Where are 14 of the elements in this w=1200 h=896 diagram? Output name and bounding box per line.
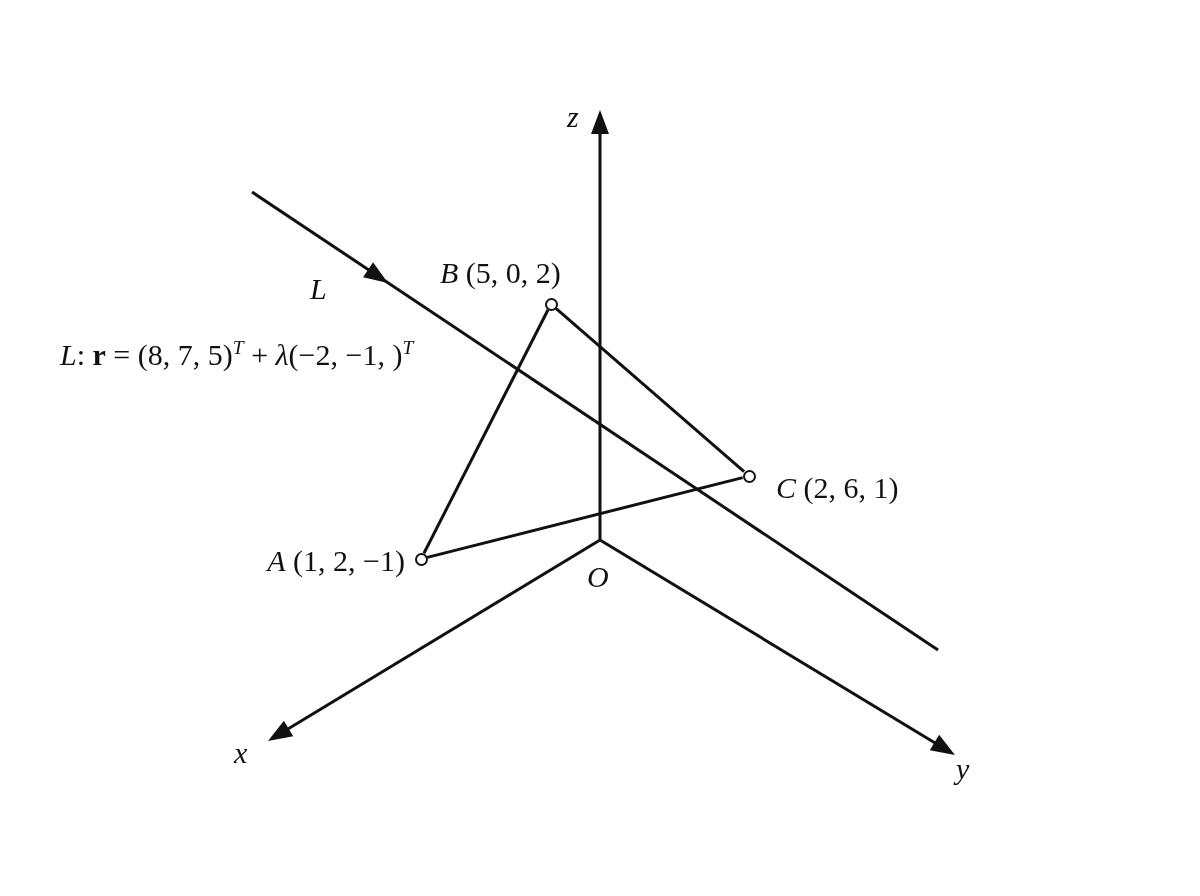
line-label: L: [310, 274, 327, 304]
point-label: A (1, 2, −1): [267, 546, 405, 576]
point-marker: [414, 552, 428, 566]
line-segment: [426, 476, 744, 559]
point-label: C (2, 6, 1): [776, 473, 899, 503]
axis-label: x: [234, 738, 248, 768]
line-segment: [422, 309, 550, 554]
axis-label: z: [567, 102, 579, 132]
line-segment: [554, 307, 746, 473]
line-equation: L: r = (8, 7, 5)$^{T}$ + λ(−2, −1, )$^{T}$: [60, 338, 414, 370]
point-marker: [742, 469, 756, 483]
origin-label: O: [587, 562, 609, 592]
point-label: B (5, 0, 2): [440, 258, 561, 288]
point-marker: [544, 297, 558, 311]
